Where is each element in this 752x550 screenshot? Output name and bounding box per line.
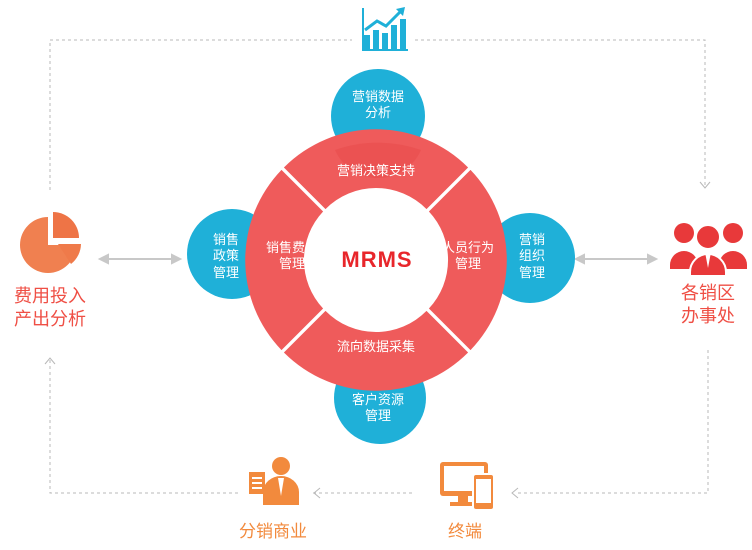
dashed-connector-top (49, 39, 706, 190)
arrow-left-bottom (511, 487, 519, 499)
trend-chart-icon (360, 6, 408, 51)
double-arrow-right-head2 (647, 253, 659, 265)
arrow-down-right (699, 181, 711, 189)
node-left-label: 费用投入 产出分析 (14, 286, 86, 330)
dashed-connector-right (515, 350, 709, 494)
dashed-connector-left (49, 360, 238, 494)
double-arrow-left-head1 (97, 253, 109, 265)
bubble-left-label: 销售 政策 管理 (212, 233, 239, 281)
arrow-up-left (44, 357, 56, 365)
people-group-icon (670, 223, 747, 277)
node-bottom-left-label: 分销商业 (239, 522, 307, 542)
segment-left-label: 销售费用 管理 (265, 241, 318, 273)
double-arrow-left-head2 (171, 253, 183, 265)
devices-icon (440, 462, 495, 511)
bubble-right-label: 营销 组织 管理 (518, 233, 545, 281)
arrow-left-bottom2 (313, 487, 321, 499)
bubble-top-label: 营销数据 分析 (351, 90, 404, 122)
segment-left (245, 169, 324, 351)
segment-right-label: 人员行为 管理 (441, 241, 494, 273)
segment-bottom (283, 310, 469, 391)
bubble-bottom-label: 客户资源 管理 (351, 393, 404, 425)
center-square (330, 212, 424, 308)
pie-chart-icon (20, 212, 81, 273)
bubble-right (485, 213, 575, 303)
business-person-icon (249, 457, 299, 505)
segment-top-label: 营销决策支持 (336, 164, 415, 179)
segment-right (428, 169, 507, 351)
double-arrow-right-head1 (573, 253, 585, 265)
center-title: MRMS (341, 247, 413, 272)
node-right-label: 各销区 办事处 (681, 283, 735, 327)
segment-bottom-label: 流向数据采集 (336, 340, 415, 355)
node-bottom-right-label: 终端 (448, 522, 482, 542)
